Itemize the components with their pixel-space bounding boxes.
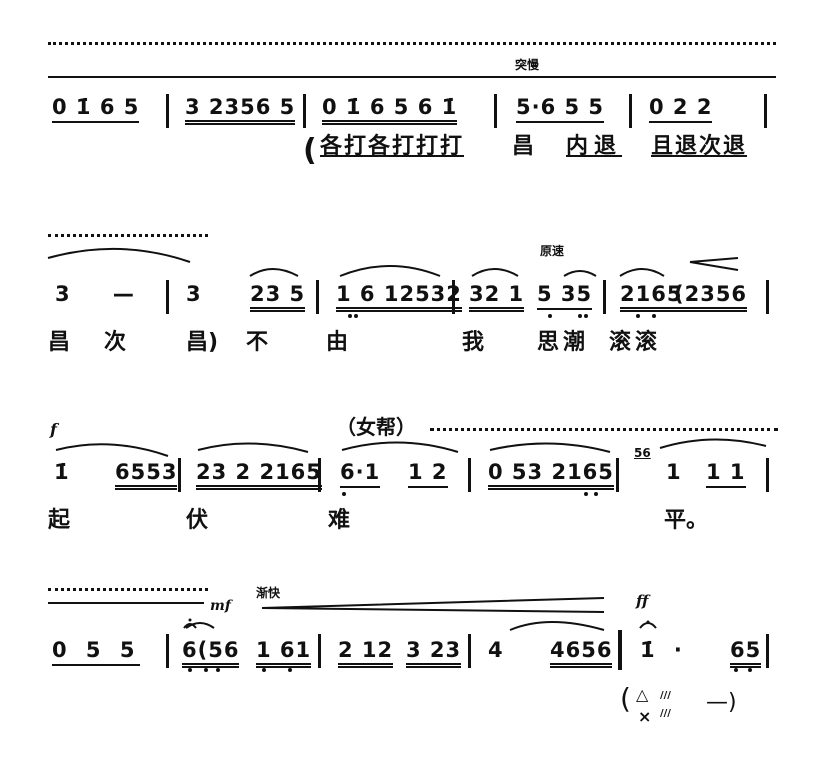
lyric: 起 bbox=[48, 508, 71, 533]
barline bbox=[316, 280, 319, 314]
barline bbox=[166, 280, 169, 314]
tremolo-mark: /// bbox=[660, 708, 671, 719]
barline bbox=[166, 94, 169, 128]
barline bbox=[468, 458, 471, 492]
lyric: 由 bbox=[326, 330, 349, 355]
tremolo-mark: /// bbox=[660, 690, 671, 701]
measure-1b: 6553 bbox=[115, 460, 178, 490]
barline bbox=[629, 94, 632, 128]
measure-3b: 1 2 bbox=[408, 460, 448, 488]
tempo-marking: 渐快 bbox=[256, 586, 281, 600]
barline bbox=[603, 280, 606, 314]
percussion-triangle: △ bbox=[636, 685, 649, 704]
measure-5b: 65 bbox=[730, 638, 762, 668]
percussion-paren: ( bbox=[620, 682, 631, 715]
ornament-line bbox=[48, 602, 204, 604]
measure-5a: 2165 bbox=[620, 282, 683, 312]
section-label: （女帮） bbox=[336, 415, 416, 439]
barline bbox=[616, 458, 619, 492]
measure-4a: 32 1 bbox=[469, 282, 525, 312]
lyric-paren: ( bbox=[303, 133, 317, 168]
dynamic-fortissimo: ff bbox=[636, 592, 649, 610]
lyric: 昌) bbox=[186, 330, 219, 355]
measure-2b: 23 5 bbox=[250, 282, 306, 312]
measure-4a: 4 bbox=[488, 638, 504, 662]
measure-1: 0 1̇ 6 5 bbox=[52, 95, 140, 123]
lyric: 且退次退 bbox=[651, 134, 748, 159]
dynamic-mezzo-forte: mf bbox=[210, 598, 231, 614]
ornament-dotted-line bbox=[48, 42, 776, 45]
lyric: 思潮 bbox=[537, 330, 590, 355]
ornament-dotted-line bbox=[430, 428, 778, 431]
barline bbox=[178, 458, 181, 492]
lyric: 难 bbox=[328, 508, 351, 533]
lyric: 次 bbox=[104, 330, 127, 355]
measure-4: 5·6 5 5 bbox=[516, 95, 605, 123]
lyric: 伏 bbox=[186, 508, 209, 533]
measure-5: 0 2 2 bbox=[649, 95, 713, 123]
tempo-line bbox=[48, 76, 776, 78]
barline bbox=[303, 94, 306, 128]
measure-3a: 6·1 bbox=[340, 460, 381, 488]
measure-3: 0 1̇ 6 5 6 1̇ bbox=[322, 95, 458, 125]
measure-1: 0 5 5 bbox=[52, 638, 141, 666]
lyric: 不 bbox=[246, 330, 269, 355]
measure-5a: 1̇ · bbox=[640, 638, 688, 662]
tempo-marking: 突慢 bbox=[515, 58, 540, 72]
lyric: 内退 bbox=[566, 134, 623, 159]
lyric: 滚滚 bbox=[609, 330, 662, 355]
measure-4b: 5 35 bbox=[537, 282, 593, 310]
measure-3b: 3 23 bbox=[406, 638, 462, 668]
barline bbox=[766, 280, 769, 314]
barline bbox=[166, 634, 169, 668]
barline bbox=[618, 630, 622, 670]
barline bbox=[468, 634, 471, 668]
grace-note: 56 bbox=[634, 446, 651, 460]
barline bbox=[452, 280, 455, 314]
dynamic-forte: f bbox=[50, 420, 57, 439]
measure-2: 23 2 2165 bbox=[196, 460, 322, 490]
percussion-cross: × bbox=[638, 707, 652, 726]
measure-2b: 1 61 bbox=[256, 638, 312, 668]
measure-2: 3 2356 5 bbox=[185, 95, 296, 125]
ornament-dotted-line bbox=[48, 588, 208, 591]
measure-5a: 1 bbox=[666, 460, 682, 484]
lyric: 昌 bbox=[512, 134, 535, 159]
ornament-dotted-line bbox=[48, 234, 208, 237]
barline bbox=[764, 94, 767, 128]
measure-3a: 2 12 bbox=[338, 638, 394, 668]
measure-1a: 1̇ bbox=[54, 460, 70, 484]
measure-1: 3 — bbox=[55, 282, 152, 306]
lyric: 我 bbox=[462, 330, 485, 355]
measure-2a: 3 bbox=[186, 282, 202, 306]
lyric: 昌 bbox=[48, 330, 71, 355]
measure-4b: 4656 bbox=[550, 638, 613, 668]
percussion-dash: —) bbox=[706, 690, 737, 715]
barline bbox=[318, 458, 321, 492]
measure-5b: (2356 bbox=[674, 282, 748, 312]
lyric-percussion: 各打各打打打 bbox=[320, 134, 465, 159]
barline bbox=[494, 94, 497, 128]
measure-4: 0 53 2165 bbox=[488, 460, 614, 490]
measure-2a: 6(56 bbox=[182, 638, 240, 668]
measure-5b: 1 1 bbox=[706, 460, 746, 488]
lyric: 平。 bbox=[664, 508, 709, 533]
tempo-marking: 原速 bbox=[540, 244, 565, 258]
measure-3: 1 6 12532 bbox=[336, 282, 462, 312]
barline bbox=[766, 458, 769, 492]
barline bbox=[318, 634, 321, 668]
barline bbox=[766, 634, 769, 668]
